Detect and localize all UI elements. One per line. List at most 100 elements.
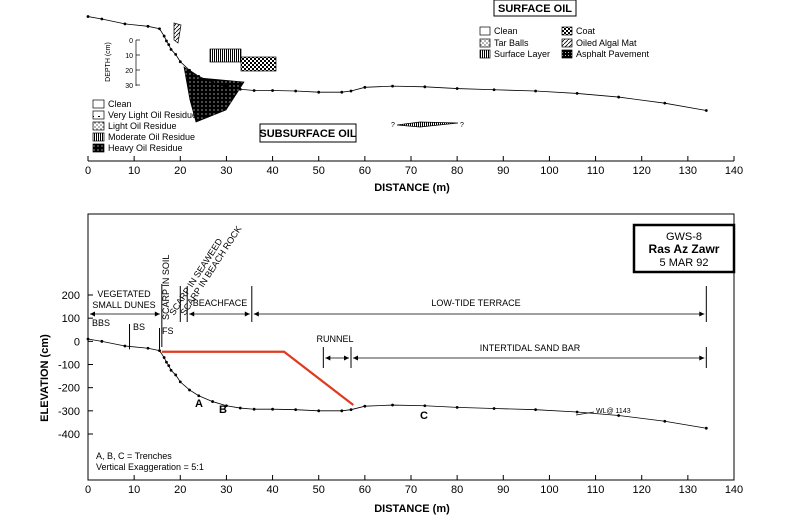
depth-scale: DEPTH (cm) 0 10 20 30 <box>105 38 140 90</box>
subsurface-oil-title: SUBSURFACE OIL <box>259 128 356 140</box>
surface-oil-title-box <box>493 0 577 17</box>
x-tick-label: 130 <box>679 165 697 177</box>
water-level-leader <box>575 411 595 416</box>
top-profile-line <box>87 16 707 111</box>
x-tick-label: 90 <box>497 484 509 496</box>
elevation-profile-point <box>225 404 228 408</box>
subsurface-oil-title-box <box>259 123 357 143</box>
elevation-profile-point <box>169 368 173 372</box>
top-profile-point <box>423 85 427 89</box>
x-tick-label: 140 <box>725 484 743 496</box>
sand-bar-extent-arrowhead <box>699 355 705 361</box>
y-tick-label: -300 <box>58 406 80 418</box>
legend-label: Very Light Oil Residue <box>108 110 197 120</box>
water-level-label: WL@ 1143 <box>596 408 631 415</box>
top-profile-point <box>704 109 708 112</box>
top-profile-point <box>271 89 274 92</box>
x-tick-label: 70 <box>405 484 417 496</box>
legend-label: Asphalt Pavement <box>576 49 650 59</box>
trenches-note: A, B, C = Trenches <box>96 451 172 461</box>
top-profile-point <box>158 27 161 31</box>
marker-label-bs: BS <box>133 322 145 332</box>
elevation-profile-point <box>86 337 90 341</box>
subsurface-lens <box>396 121 459 128</box>
top-profile-point <box>225 85 228 89</box>
elevation-profile-point <box>100 339 104 343</box>
surface-layer-deposit <box>209 48 242 63</box>
x-tick-label: 70 <box>405 165 417 177</box>
elevation-profile-point <box>575 410 579 414</box>
trench-label-c: C <box>420 410 428 422</box>
elevation-profile-point <box>704 426 708 430</box>
top-profile-point <box>294 89 298 93</box>
legend-swatch-surface-layer <box>479 49 491 59</box>
y-tick-label: 0 <box>74 336 80 348</box>
top-profile-point <box>363 85 367 89</box>
elevation-profile-point <box>492 407 496 410</box>
legend-swatch-oiled-algal-mat <box>561 38 573 48</box>
beachface-extent-arrowhead <box>189 311 195 317</box>
zone-label-beachface: BEACHFACE <box>193 298 248 308</box>
top-profile-point <box>100 17 104 21</box>
x-tick-label: 60 <box>359 484 371 496</box>
station-name: Ras Az Zawr <box>649 242 720 256</box>
legend-label: Clean <box>108 99 132 109</box>
elevation-profile-point <box>271 407 274 411</box>
elevation-profile-point <box>123 344 127 348</box>
legend-swatch-clean <box>479 26 491 36</box>
top-profile-point <box>174 52 178 56</box>
elevation-profile-point <box>663 419 667 423</box>
elevation-profile-point <box>211 400 214 403</box>
x-tick-label: 60 <box>359 165 371 177</box>
trench-label-a: A <box>195 398 203 410</box>
surface-legend: Clean Tar Balls Surface Layer Coat Oiled… <box>479 26 650 59</box>
coat-deposit <box>240 56 277 72</box>
top-profile-point <box>167 43 171 47</box>
top-profile-point <box>534 89 537 93</box>
oiled-algal-mat-deposit <box>173 22 182 44</box>
x-tick-label: 130 <box>679 484 697 496</box>
zone-label-runnel: RUNNEL <box>316 334 353 344</box>
x-tick-label: 110 <box>587 165 605 177</box>
y-axis-label: ELEVATION (cm) <box>39 334 51 422</box>
legend-label: Moderate Oil Residue <box>108 132 195 142</box>
x-tick-label: 0 <box>85 484 91 496</box>
elevation-profile-point <box>167 364 171 368</box>
elevation-profile-point <box>455 405 459 409</box>
x-tick-label: 20 <box>174 484 186 496</box>
zone-extent-markers <box>87 284 707 368</box>
zone-label-low-tide-terrace: LOW-TIDE TERRACE <box>431 298 520 308</box>
y-tick-label: -100 <box>58 360 80 372</box>
elevation-profile-point <box>158 349 161 352</box>
station-date: 5 MAR 92 <box>660 257 709 269</box>
elevation-profile-point <box>617 414 621 417</box>
elevation-profile-point <box>317 409 321 413</box>
legend-label: Clean <box>494 26 518 36</box>
x-tick-label: 120 <box>633 484 651 496</box>
legend-swatch-light-oil-residue <box>92 121 105 131</box>
legend-label: Surface Layer <box>494 49 550 59</box>
legend-swatch-coat <box>561 26 573 36</box>
top-profile-point <box>391 84 394 88</box>
x-tick-label: 110 <box>587 484 605 496</box>
x-tick-label: 10 <box>128 165 140 177</box>
y-tick-label: -200 <box>58 383 80 395</box>
top-profile-point <box>162 34 166 38</box>
elevation-profile-point <box>197 394 201 398</box>
x-tick-label: 20 <box>174 165 186 177</box>
y-tick-label: -400 <box>58 429 80 441</box>
top-profile-point <box>340 90 344 94</box>
elevation-profile-point <box>165 360 168 364</box>
runnel-extent-arrowhead <box>344 355 350 361</box>
depth-tick-label: 0 <box>129 38 133 45</box>
legend-swatch-very-light-oil-residue <box>92 110 105 120</box>
elevation-profile-point <box>188 388 191 392</box>
red-reference-line <box>161 350 354 406</box>
low-tide-terrace-extent-arrowhead <box>699 311 705 317</box>
subsurface-legend: Clean Very Light Oil Residue Light Oil R… <box>92 99 197 153</box>
elevation-profile-point <box>294 408 298 412</box>
elevation-profile-point <box>146 346 150 350</box>
elevation-profile-point <box>363 404 367 408</box>
